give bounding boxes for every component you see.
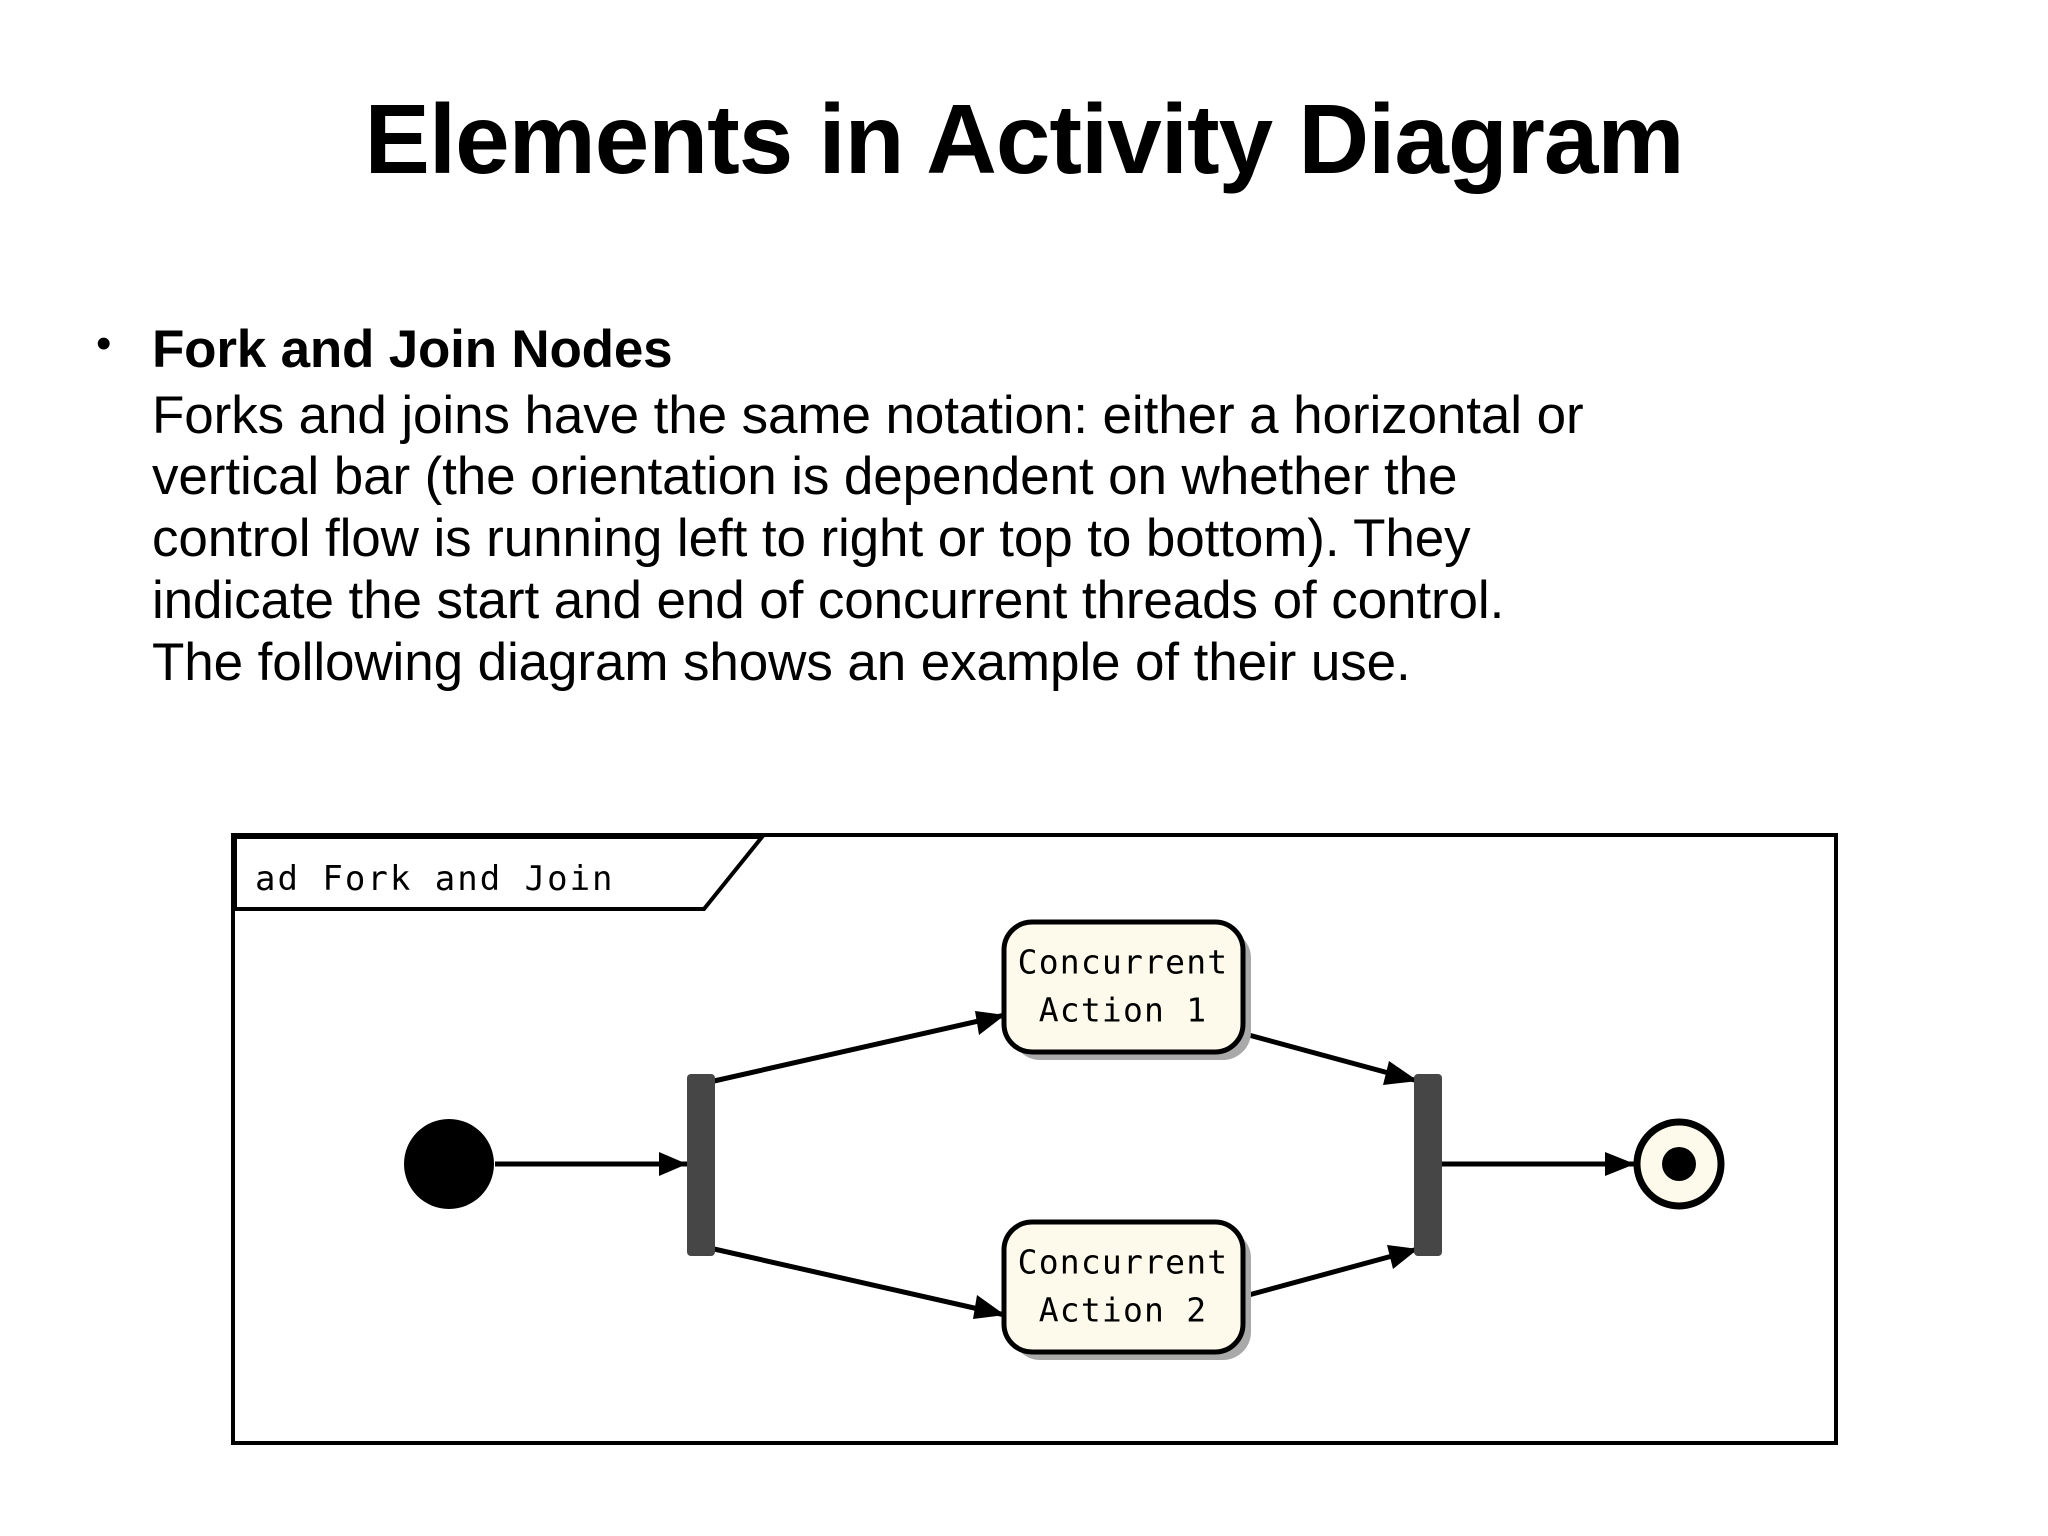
bullet-content-block: • Fork and Join Nodes Forks and joins ha… — [96, 318, 1896, 693]
flow-initial-to-fork — [495, 1152, 687, 1176]
action-node-1[interactable]: Concurrent Action 1 — [1001, 919, 1251, 1060]
paragraph-line-2: vertical bar (the orientation is depende… — [152, 447, 1458, 507]
page-title: Elements in Activity Diagram — [364, 84, 1684, 194]
fork-bar[interactable] — [687, 1074, 715, 1256]
action-node-2[interactable]: Concurrent Action 2 — [1001, 1219, 1251, 1360]
paragraph-line-3: control flow is running left to right or… — [152, 509, 1471, 569]
action-node-2-label-line-1: Concurrent — [1018, 1243, 1229, 1282]
flow-join-to-final — [1442, 1152, 1635, 1176]
paragraph-line-5: The following diagram shows an example o… — [152, 632, 1411, 692]
diagram-tab-label: ad Fork and Join — [255, 859, 615, 899]
initial-node[interactable] — [404, 1119, 494, 1209]
join-bar[interactable] — [1414, 1074, 1442, 1256]
bullet-body: Fork and Join Nodes Forks and joins have… — [152, 318, 1896, 693]
bullet-heading: Fork and Join Nodes — [152, 320, 673, 379]
bullet-paragraph: Forks and joins have the same notation: … — [152, 385, 1896, 694]
activity-final-node[interactable] — [1633, 1118, 1725, 1210]
activity-diagram-frame: ad Fork and Join — [231, 833, 1838, 1445]
action-node-1-label-line-2: Action 1 — [1039, 991, 1208, 1030]
flow-fork-to-action2 — [713, 1246, 1006, 1319]
bullet-item: • Fork and Join Nodes Forks and joins ha… — [96, 318, 1896, 693]
activity-diagram-canvas: Concurrent Action 1 Concurrent Action 2 — [235, 837, 1725, 1360]
bullet-marker-icon: • — [96, 319, 112, 368]
paragraph-line-4: indicate the start and end of concurrent… — [152, 570, 1505, 630]
action-node-1-label-line-1: Concurrent — [1018, 943, 1229, 982]
diagram-tab-shape — [235, 837, 765, 911]
paragraph-line-1: Forks and joins have the same notation: … — [152, 385, 1584, 445]
flow-fork-to-action1 — [713, 1011, 1006, 1084]
action-node-2-label-line-2: Action 2 — [1039, 1291, 1208, 1330]
